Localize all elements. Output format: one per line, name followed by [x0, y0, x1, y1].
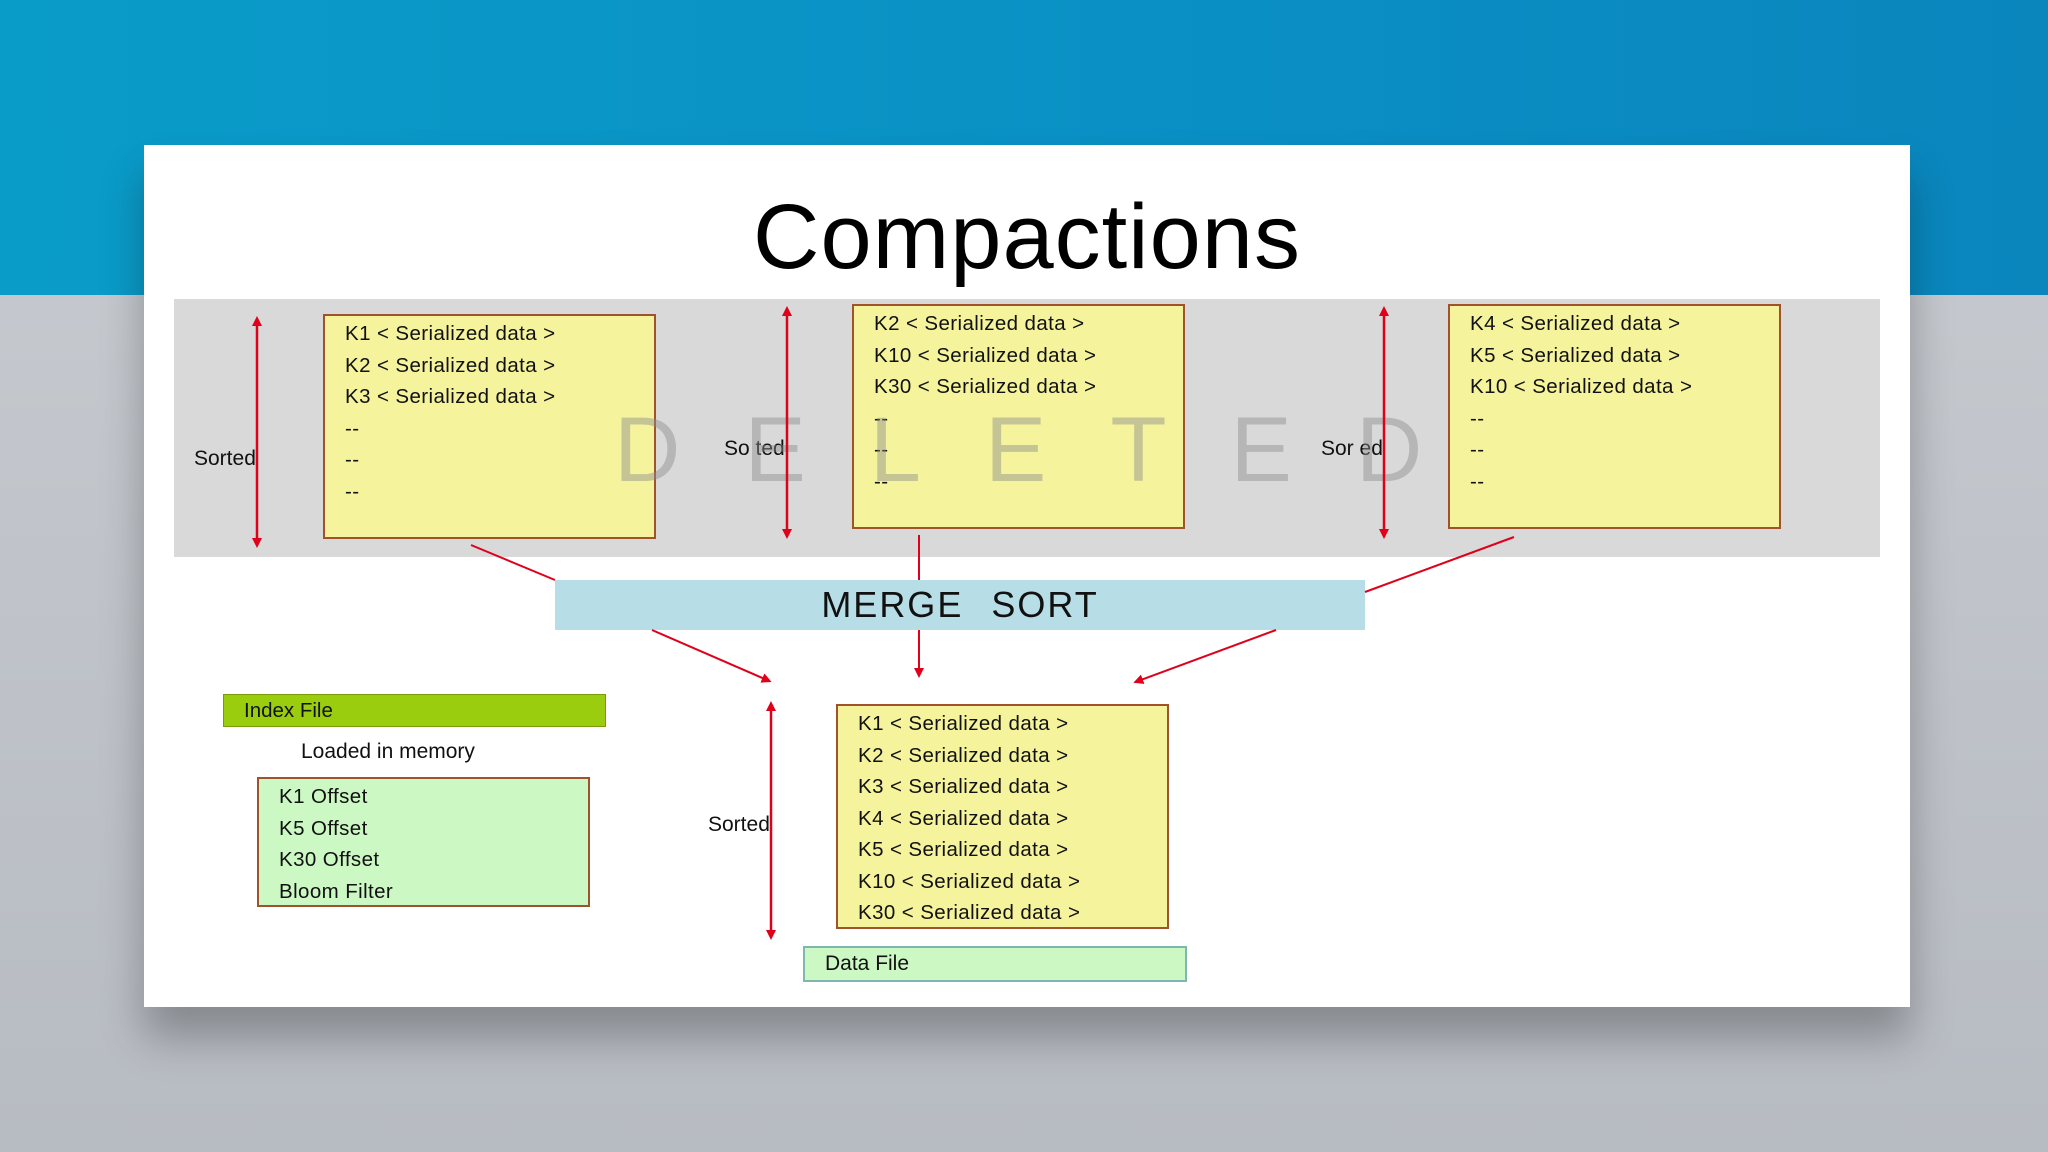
merge-out-left [651, 629, 772, 683]
sorted-label-result: Sorted [708, 813, 770, 836]
sstable-2-row: K10 < Serialized data > [874, 343, 1097, 367]
sstable-3-row: K10 < Serialized data > [1470, 375, 1693, 398]
sstable-3-row: K5 < Serialized data > [1470, 343, 1681, 367]
merged-row: K5 < Serialized data > [858, 838, 1069, 861]
sstable-box-3: K4 < Serialized data > K5 < Serialized d… [1448, 304, 1781, 529]
sstable-1-row: -- [345, 448, 360, 471]
merge-out-right [1133, 629, 1277, 684]
slide-title: Compactions [753, 186, 1301, 288]
merged-row: K1 < Serialized data > [858, 712, 1069, 735]
sstable-2-row: -- [874, 469, 889, 493]
index-entry: K1 Offset [279, 785, 368, 808]
sstable-3-row: -- [1470, 406, 1485, 430]
merged-row: K30 < Serialized data > [858, 901, 1081, 924]
merged-row: K2 < Serialized data > [858, 743, 1069, 767]
sstable-1-row: K3 < Serialized data > [345, 385, 556, 408]
merged-row: K4 < Serialized data > [858, 806, 1069, 830]
index-entries-box: K1 Offset K5 Offset K30 Offset Bloom Fil… [257, 777, 590, 907]
sstable-1-row: -- [345, 416, 360, 440]
sstable-1-row: -- [345, 479, 360, 503]
sstable-3-row: K4 < Serialized data > [1470, 312, 1681, 335]
sstable-3-row: -- [1470, 438, 1485, 461]
merged-row: K3 < Serialized data > [858, 775, 1069, 798]
sstable-2-row: -- [874, 438, 889, 461]
merged-row: K10 < Serialized data > [858, 869, 1081, 893]
sorted-label-mid: So ted [724, 437, 785, 460]
index-entry: Bloom Filter [279, 879, 394, 903]
deleted-watermark: DELETED [614, 399, 1487, 501]
index-file-header: Index File [223, 694, 606, 727]
sstable-box-2: K2 < Serialized data > K10 < Serialized … [852, 304, 1185, 529]
data-file-label: Data File [803, 946, 1187, 982]
sorted-label-right: Sor ed [1321, 437, 1383, 460]
arrows-layer [252, 306, 1515, 940]
sstable-2-row: -- [874, 406, 889, 430]
feed-line-left [470, 544, 556, 581]
sstable-2-row: K30 < Serialized data > [874, 375, 1097, 398]
sstable-1-row: K1 < Serialized data > [345, 322, 556, 345]
index-entry: K30 Offset [279, 848, 380, 871]
index-entry: K5 Offset [279, 816, 368, 840]
sstable-3-row: -- [1470, 469, 1485, 493]
sstable-2-row: K2 < Serialized data > [874, 312, 1085, 335]
merged-sstable-box: K1 < Serialized data > K2 < Serialized d… [836, 704, 1169, 929]
slide: Compactions K1 < Serialized data > K2 < … [144, 145, 1910, 1007]
loaded-in-memory-label: Loaded in memory [301, 740, 475, 763]
merge-sort-bar: MERGE SORT [555, 580, 1365, 630]
sstable-1-row: K2 < Serialized data > [345, 353, 556, 377]
sorted-label-left: Sorted [194, 447, 256, 470]
sstable-box-1: K1 < Serialized data > K2 < Serialized d… [323, 314, 656, 539]
feed-line-right [1364, 536, 1515, 593]
